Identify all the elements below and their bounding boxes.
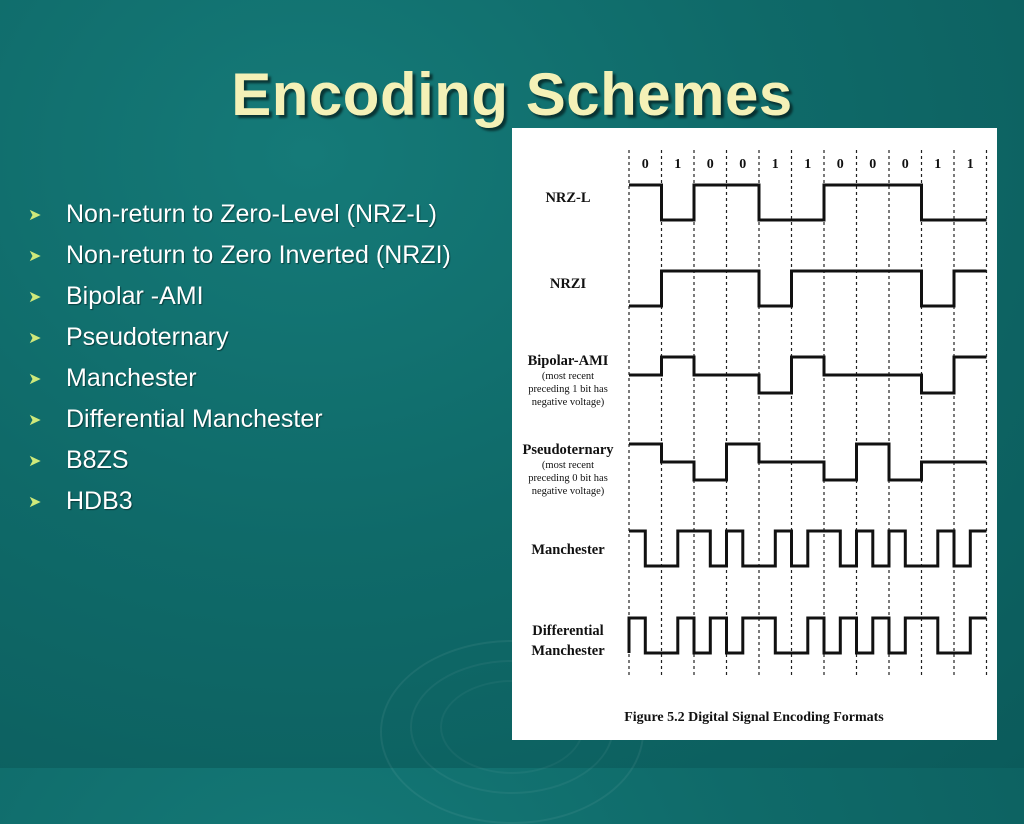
signal-label: negative voltage) (532, 486, 605, 497)
bullet-item: ➤ Non-return to Zero Inverted (NRZI) (28, 235, 451, 276)
manchester-waveform (629, 529, 987, 568)
signal-label: NRZ-L (545, 190, 590, 206)
signal-label: Manchester (531, 542, 605, 558)
bullet-text: Non-return to Zero Inverted (NRZI) (66, 241, 451, 269)
bullet-text: HDB3 (66, 487, 133, 515)
bullet-item: ➤ B8ZS (28, 440, 451, 481)
nrzl-waveform (629, 183, 987, 222)
chevron-right-icon: ➤ (28, 411, 42, 429)
chevron-right-icon: ➤ (28, 329, 42, 347)
encoding-diagram: 0 1 0 0 1 1 0 0 0 1 1 NRZ-L NRZI Bipolar-AMI (most re… (522, 150, 988, 725)
bullet-item: ➤ Manchester (28, 358, 451, 399)
signal-labels: NRZ-L NRZI Bipolar-AMI (most recent precedin… (522, 190, 614, 659)
chevron-right-icon: ➤ (28, 452, 42, 470)
chevron-right-icon: ➤ (28, 493, 42, 511)
bullet-item: ➤ Differential Manchester (28, 399, 451, 440)
signal-label: Pseudoternary (522, 442, 614, 458)
chevron-right-icon: ➤ (28, 370, 42, 388)
slide-title: Encoding Schemes (231, 61, 793, 128)
chevron-right-icon: ➤ (28, 206, 42, 224)
bit-label: 1 (674, 157, 681, 172)
signal-label: (most recent (542, 460, 594, 471)
pseudo-waveform (629, 442, 987, 482)
ami-waveform (629, 355, 987, 395)
signal-label: preceding 1 bit has (528, 384, 608, 395)
bit-labels: 0 1 0 0 1 1 0 0 0 1 1 (642, 157, 974, 172)
bit-label: 1 (934, 157, 941, 172)
bullet-text: Manchester (66, 364, 197, 392)
signal-label: (most recent (542, 371, 594, 382)
nrzi-waveform (629, 269, 987, 308)
bit-label: 0 (902, 157, 909, 172)
bullet-item: ➤ Pseudoternary (28, 317, 451, 358)
bit-label: 0 (707, 157, 714, 172)
signal-label: preceding 0 bit has (528, 473, 608, 484)
encoding-figure: 0 1 0 0 1 1 0 0 0 1 1 NRZ-L NRZI Bipolar-AMI (most re… (512, 128, 997, 740)
bit-label: 1 (772, 157, 779, 172)
signal-label: Manchester (531, 643, 605, 659)
signal-label: NRZI (550, 276, 587, 292)
signal-label: Bipolar-AMI (528, 353, 609, 369)
bit-label: 0 (869, 157, 876, 172)
waveforms (627, 183, 987, 655)
bit-label: 1 (804, 157, 811, 172)
signal-label: Differential (532, 623, 603, 639)
signal-label: negative voltage) (532, 397, 605, 408)
bit-label: 0 (642, 157, 649, 172)
bullet-text: Non-return to Zero-Level (NRZ-L) (66, 200, 437, 228)
chevron-right-icon: ➤ (28, 288, 42, 306)
bullet-text: B8ZS (66, 446, 129, 474)
bullet-text: Differential Manchester (66, 405, 323, 433)
diffman-waveform (627, 616, 987, 655)
bit-period-gridlines (628, 150, 988, 676)
bullet-item: ➤ Non-return to Zero-Level (NRZ-L) (28, 194, 451, 235)
bit-label: 0 (837, 157, 844, 172)
bullet-item: ➤ Bipolar -AMI (28, 276, 451, 317)
bit-label: 1 (967, 157, 974, 172)
bullet-list: ➤ Non-return to Zero-Level (NRZ-L) ➤ Non-r… (28, 194, 451, 522)
bullet-item: ➤ HDB3 (28, 481, 451, 522)
figure-caption: Figure 5.2 Digital Signal Encoding Forma… (624, 710, 884, 725)
chevron-right-icon: ➤ (28, 247, 42, 265)
bullet-text: Pseudoternary (66, 323, 229, 351)
bit-label: 0 (739, 157, 746, 172)
bullet-text: Bipolar -AMI (66, 282, 204, 310)
